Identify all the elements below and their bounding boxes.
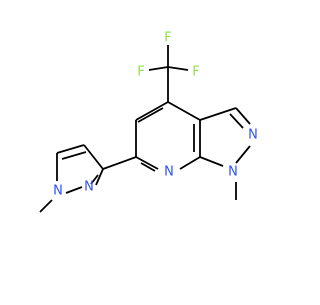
- bond-pz-c4-c5-double: [61, 151, 87, 160]
- bond-c4-c5-double: [137, 107, 164, 123]
- bond-c-f-right: [167, 66, 189, 71]
- atom-f-right: F: [192, 65, 199, 80]
- atom-n-pyridine: N: [164, 165, 174, 180]
- bond-c3a-c4: [167, 101, 201, 121]
- atom-n-methylpyrazole-n2: N: [84, 180, 94, 195]
- molecule-structure: F F F N N N N N: [39, 31, 258, 213]
- bond-n1-c7a: [199, 156, 224, 167]
- bond-pz-n1-n2: [65, 186, 83, 194]
- atom-f-top: F: [164, 31, 171, 46]
- bond-pz-c3-c4: [83, 144, 104, 170]
- molecule-canvas: F F F N N N N N: [39, 31, 258, 213]
- atom-n-pyrazole-methyl: N: [228, 165, 238, 180]
- bond-n2-n1: [235, 145, 251, 164]
- bond-c3a-c3: [199, 107, 237, 121]
- bond-pz-n2-c3-double: [90, 174, 99, 185]
- bond-n7-c7a: [179, 156, 201, 170]
- bond-pz-n2-c3: [95, 168, 104, 186]
- bond-c6-n7: [135, 156, 159, 170]
- atom-f-left: F: [137, 65, 144, 80]
- bond-pz-c4-c5: [56, 144, 85, 154]
- bond-c3-n2: [235, 107, 251, 125]
- bond-pz-n1-methyl: [39, 199, 53, 213]
- bond-c3-n2-double: [229, 113, 244, 129]
- atom-n-pyrazole-top: N: [248, 128, 258, 143]
- bond-c-f-left: [148, 66, 169, 71]
- bond-c6-n7-double: [140, 162, 156, 172]
- atom-n-methylpyrazole-n1: N: [53, 184, 63, 199]
- bond-c4-c5: [135, 101, 169, 121]
- bond-c6-pyrazole: [102, 156, 137, 170]
